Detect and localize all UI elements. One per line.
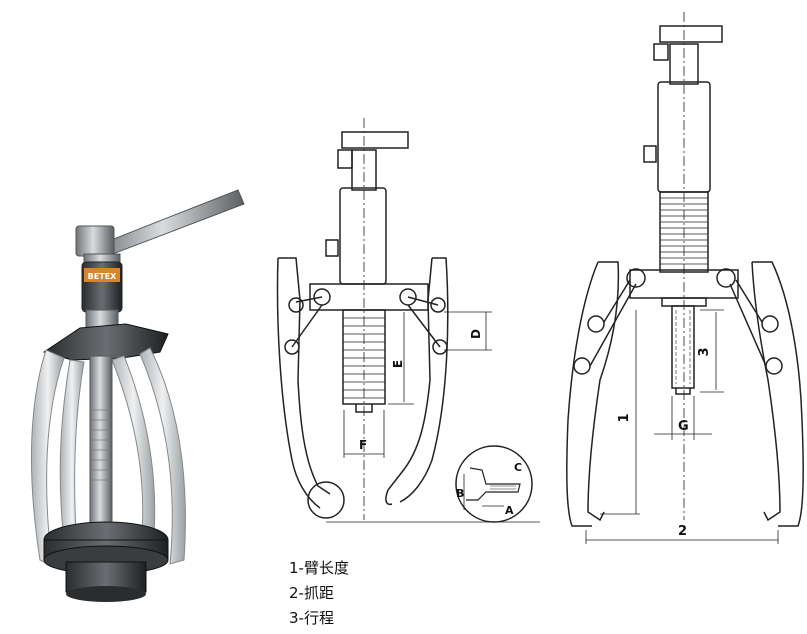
label-3: 3 bbox=[697, 347, 712, 356]
puller-photo: BETEX bbox=[30, 189, 245, 602]
legend-item-spread: 2-抓距 bbox=[289, 584, 334, 602]
brand-tag: BETEX bbox=[88, 272, 117, 281]
legend: 1-臂长度 2-抓距 3-行程 bbox=[289, 556, 349, 631]
label-e: E bbox=[391, 360, 405, 368]
label-1: 1 bbox=[617, 413, 632, 422]
label-f: F bbox=[359, 438, 367, 452]
label-a: A bbox=[505, 504, 514, 517]
label-g: G bbox=[678, 419, 689, 434]
large-dim-labels: 1 3 G 2 bbox=[617, 347, 712, 539]
legend-item-stroke: 3-行程 bbox=[289, 609, 334, 627]
drawing-large bbox=[566, 12, 804, 544]
label-2: 2 bbox=[678, 524, 687, 539]
legend-item-arm-length: 1-臂长度 bbox=[289, 559, 349, 577]
drawing-small bbox=[276, 118, 540, 523]
label-d: D bbox=[469, 329, 483, 339]
label-b: B bbox=[456, 487, 464, 500]
label-c: C bbox=[514, 461, 522, 474]
small-dim-labels: F E D B A C bbox=[359, 329, 522, 517]
